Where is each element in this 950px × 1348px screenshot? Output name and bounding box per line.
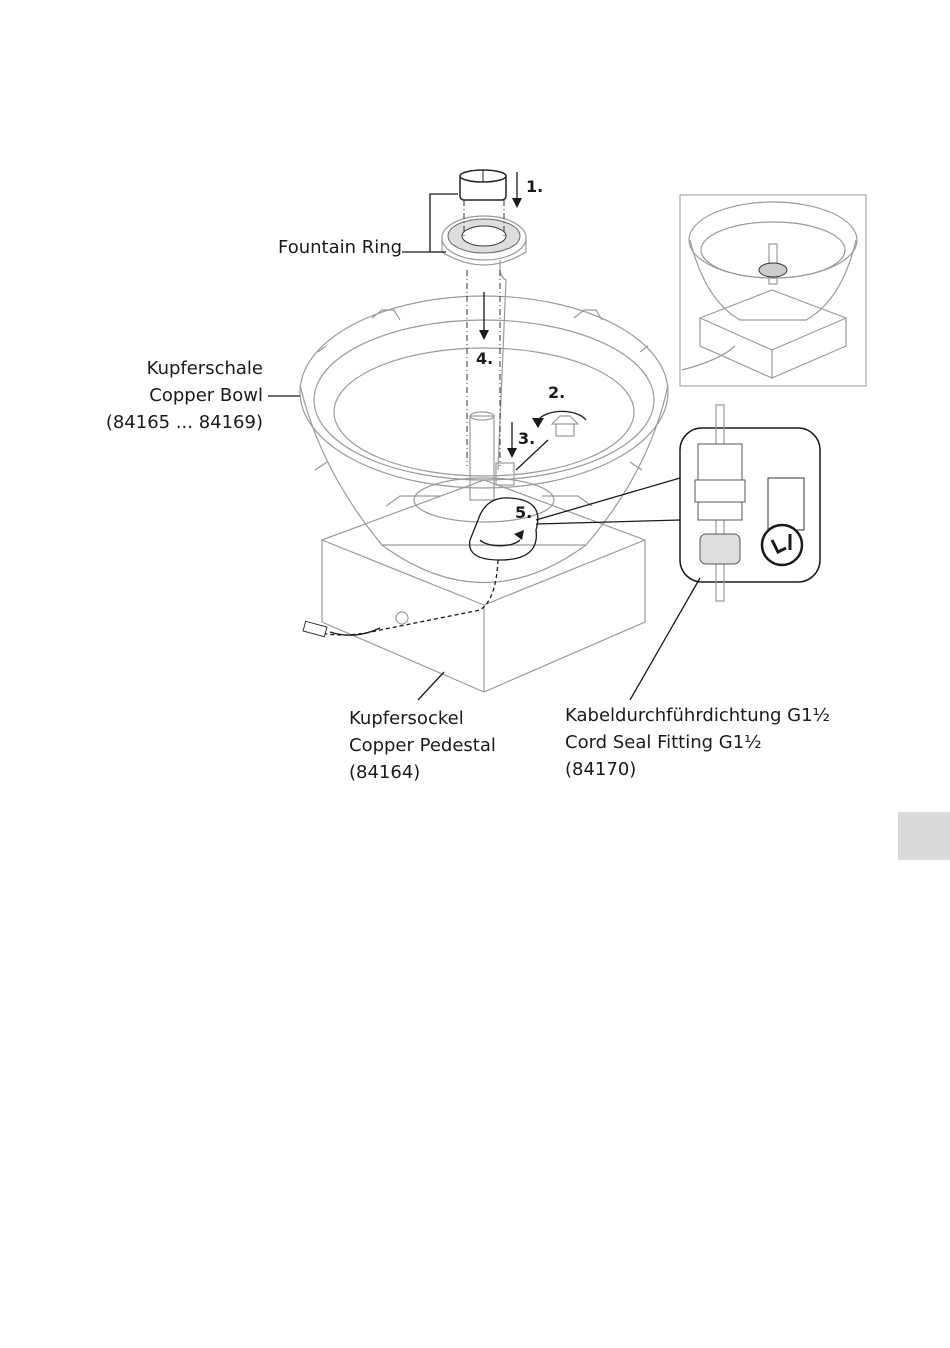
label-bowl-number: (84165 ... 84169) bbox=[106, 412, 263, 433]
copper-pedestal bbox=[321, 479, 646, 693]
step-3: 3. bbox=[518, 429, 535, 448]
page-thumb-tab bbox=[898, 812, 950, 860]
cord-seal-detail bbox=[629, 404, 821, 701]
label-pedestal-number: (84164) bbox=[349, 762, 420, 783]
label-bowl-en: Copper Bowl bbox=[149, 385, 263, 406]
step-2: 2. bbox=[548, 383, 565, 402]
label-cord-seal-en: Cord Seal Fitting G1½ bbox=[565, 732, 762, 753]
read-manual-icon bbox=[760, 523, 804, 567]
label-bowl-de: Kupferschale bbox=[147, 358, 263, 379]
label-pedestal-de: Kupfersockel bbox=[349, 708, 464, 729]
label-cord-seal-de: Kabeldurchführdichtung G1½ bbox=[565, 705, 830, 726]
copper-bowl bbox=[299, 295, 669, 584]
label-fountain-ring: Fountain Ring bbox=[278, 237, 402, 258]
arrows bbox=[479, 172, 587, 547]
step-4: 4. bbox=[476, 349, 493, 368]
standpipe bbox=[469, 411, 515, 501]
step-1: 1. bbox=[526, 177, 543, 196]
label-cord-seal-number: (84170) bbox=[565, 759, 636, 780]
detail-area-outline bbox=[468, 497, 539, 561]
fountain-ring bbox=[441, 169, 527, 471]
step-5: 5. bbox=[515, 503, 532, 522]
label-pedestal-en: Copper Pedestal bbox=[349, 735, 496, 756]
assembled-inset bbox=[679, 194, 867, 387]
